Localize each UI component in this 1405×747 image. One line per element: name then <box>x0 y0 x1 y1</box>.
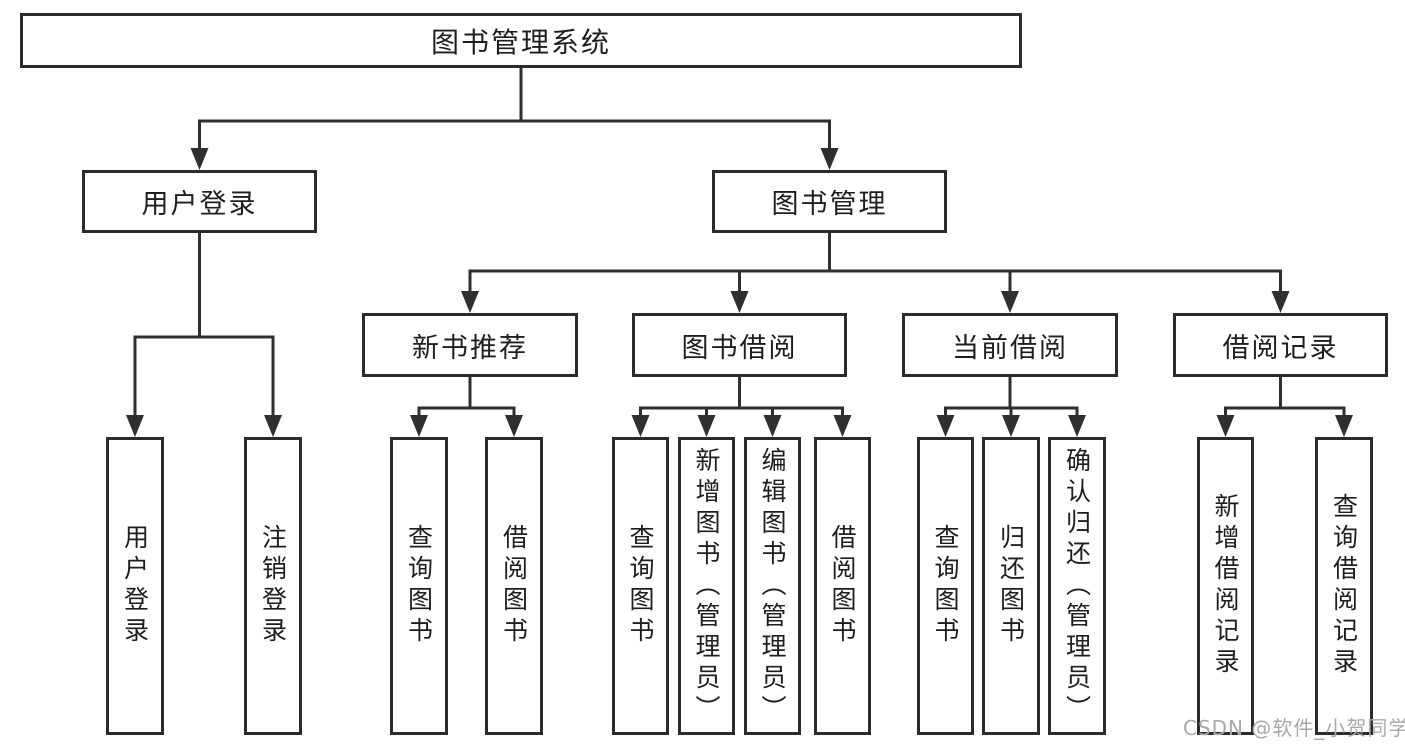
node-query-books-rec: 查询图书 <box>390 437 448 735</box>
node-new-book-rec: 新书推荐 <box>362 313 578 377</box>
node-user-login: 用户登录 <box>82 170 317 233</box>
node-book-mgmt: 图书管理 <box>712 170 947 233</box>
node-return-books: 归还图书 <box>982 437 1040 735</box>
node-borrow-books-rec: 借阅图书 <box>485 437 543 735</box>
node-edit-book-admin: 编辑图书（管理员） <box>744 437 801 735</box>
node-query-books-current: 查询图书 <box>917 437 974 735</box>
node-current-borrow: 当前借阅 <box>902 313 1118 377</box>
node-confirm-return-admin: 确认归还（管理员） <box>1048 437 1106 735</box>
node-add-borrow-record: 新增借阅记录 <box>1197 437 1254 735</box>
node-root: 图书管理系统 <box>20 13 1022 68</box>
node-user-login-leaf: 用户登录 <box>106 437 164 735</box>
watermark: CSDN @软件_小贺同学 <box>1183 716 1405 740</box>
node-book-borrow: 图书借阅 <box>632 313 847 377</box>
node-borrow-records: 借阅记录 <box>1173 313 1388 377</box>
node-add-book-admin: 新增图书（管理员） <box>678 437 735 735</box>
node-borrow-books-borrow: 借阅图书 <box>814 437 871 735</box>
node-logout-leaf: 注销登录 <box>244 437 302 735</box>
node-query-borrow-record: 查询借阅记录 <box>1315 437 1373 735</box>
node-query-books-borrow: 查询图书 <box>612 437 669 735</box>
